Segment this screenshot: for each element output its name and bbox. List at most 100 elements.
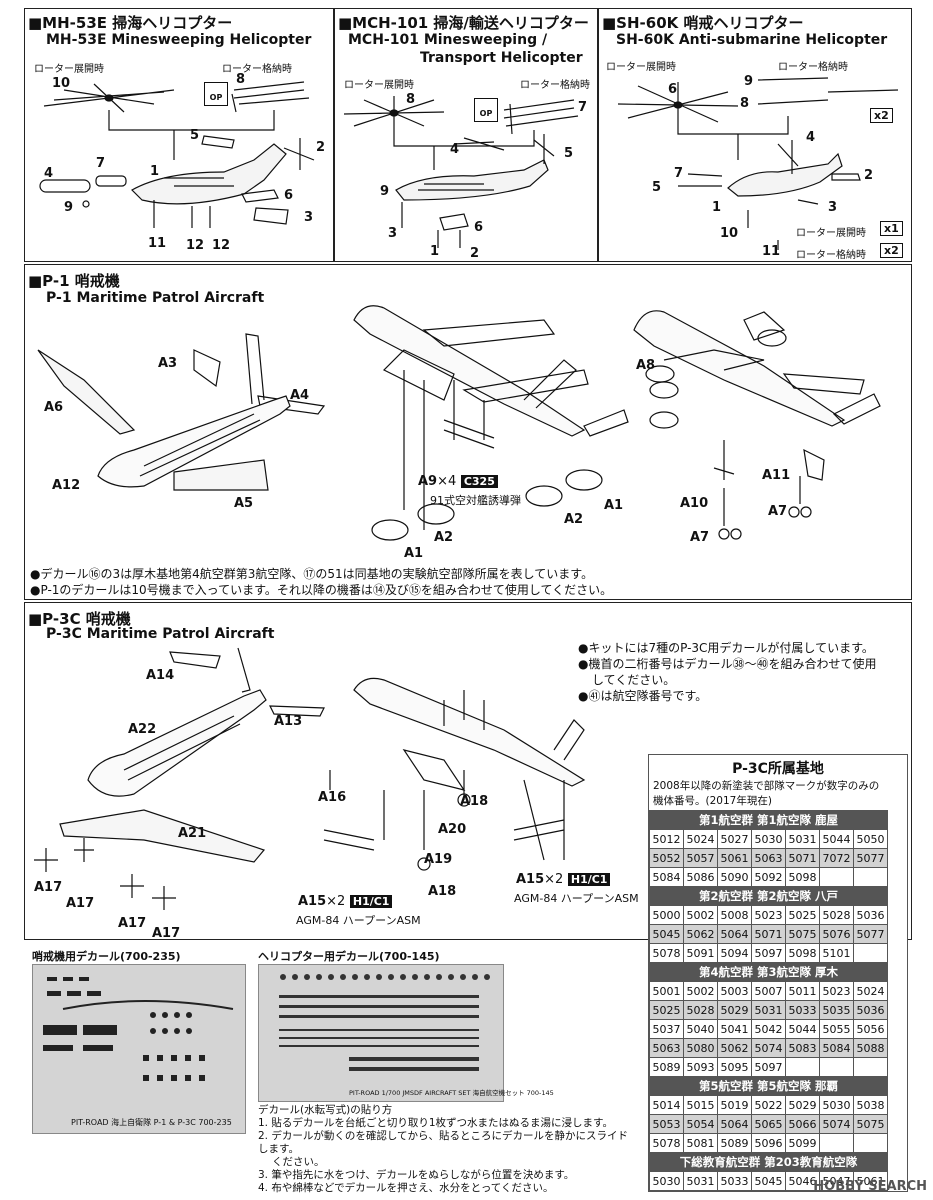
decal-instructions-step-3: 3. 筆や指先に水をつけ、デカールをぬらしながら位置を決めます。	[258, 1169, 575, 1181]
p1-part-a7-left: A7	[690, 530, 710, 545]
bases-cell: 5029	[785, 1095, 820, 1115]
p1-part-a4: A4	[290, 388, 310, 403]
bases-cell: 5003	[717, 981, 752, 1001]
bases-cell	[819, 867, 854, 887]
bases-cell: 5089	[717, 1133, 752, 1153]
mh53e-title-jp: ■MH-53E 掃海ヘリコプター	[28, 14, 233, 32]
bases-cell: 5057	[683, 848, 718, 868]
bases-cell: 5012	[649, 829, 684, 849]
bases-cell: 5000	[649, 905, 684, 925]
bases-cell: 5077	[853, 924, 888, 944]
p3c-part-a18-bottom: A18	[428, 884, 457, 899]
decal-instructions: デカール(水転写式)の貼り方 1. 貼るデカールを台紙ごと切り取り1枚ずつ水また…	[258, 1104, 638, 1195]
mh53e-part-2: 2	[316, 140, 326, 155]
p3c-asm-left: AGM-84 ハープーンASM	[296, 914, 421, 927]
bases-cell	[785, 1057, 820, 1077]
bases-cell: 5084	[819, 1038, 854, 1058]
bases-cell: 5086	[683, 867, 718, 887]
bases-cell: 5074	[751, 1038, 786, 1058]
p3c-note-3: ●㊶は航空隊番号です。	[578, 689, 708, 703]
bases-group-header: 下総教育航空群 第203教育航空隊	[649, 1152, 888, 1172]
mch101-rotor-deployed: ローター展開時	[344, 80, 414, 91]
p3c-part-a20: A20	[438, 822, 467, 837]
bases-cell: 5066	[785, 1114, 820, 1134]
bases-cell: 5099	[785, 1133, 820, 1153]
mh53e-part-8: 8	[236, 72, 246, 87]
bases-cell: 5062	[717, 1038, 752, 1058]
p3c-part-a19: A19	[424, 852, 453, 867]
bases-cell: 5097	[751, 1057, 786, 1077]
mh53e-op-icon: OP	[204, 82, 228, 106]
p1-part-a6: A6	[44, 400, 64, 415]
sh60k-part-9: 9	[744, 74, 754, 89]
sh60k-part-3: 3	[828, 200, 838, 215]
mch101-part-9: 9	[380, 184, 390, 199]
bases-cell: 5001	[649, 981, 684, 1001]
bases-subtitle-1: 2008年以降の新塗装で部隊マークが数字のみの	[653, 780, 880, 792]
p3c-note-2: ●機首の二桁番号はデカール㊳〜㊵を組み合わせて使用	[578, 657, 877, 671]
p1-part-a7-right: A7	[768, 504, 788, 519]
mch101-title-jp: ■MCH-101 掃海/輸送ヘリコプター	[338, 14, 589, 32]
p3c-panel	[24, 602, 912, 940]
bases-group-header: 第4航空群 第3航空隊 厚木	[649, 962, 888, 982]
patrol-decal-title: 哨戒機用デカール(700-235)	[32, 950, 181, 963]
p3c-part-a14: A14	[146, 668, 175, 683]
bases-cell: 5037	[649, 1019, 684, 1039]
p1-part-a12: A12	[52, 478, 81, 493]
mh53e-part-7: 7	[96, 156, 106, 171]
decal-instructions-title: デカール(水転写式)の貼り方	[258, 1104, 393, 1116]
mh53e-title-en: MH-53E Minesweeping Helicopter	[46, 32, 312, 48]
bases-cell: 5064	[717, 924, 752, 944]
bases-cell: 5040	[683, 1019, 718, 1039]
bases-cell: 5029	[717, 1000, 752, 1020]
sh60k-legend-2-count: x2	[880, 243, 903, 258]
p3c-note-1: ●キットには7種のP-3C用デカールが付属しています。	[578, 641, 874, 655]
bases-cell: 5065	[751, 1114, 786, 1134]
p1-note-2: ●P-1のデカールは10号機まで入っています。それ以降の機番は⑭及び⑮を組み合わ…	[30, 583, 613, 597]
bases-cell: 5035	[819, 1000, 854, 1020]
mch101-part-8: 8	[406, 92, 416, 107]
bases-cell: 5007	[751, 981, 786, 1001]
mch101-op-icon: OP	[474, 98, 498, 122]
bases-cell: 5101	[819, 943, 854, 963]
bases-cell: 5061	[717, 848, 752, 868]
bases-cell: 5038	[853, 1095, 888, 1115]
patrol-decal-caption: PIT-ROAD 海上自衛隊 P-1 & P-3C 700-235	[71, 1118, 232, 1127]
bases-cell: 5062	[683, 924, 718, 944]
p1-part-a2-right: A2	[564, 512, 584, 527]
p3c-part-a22: A22	[128, 722, 157, 737]
bases-cell: 5097	[751, 943, 786, 963]
heli-decal-sheet: PIT-ROAD 1/700 JMSDF AIRCRAFT SET 海自航空機セ…	[258, 964, 554, 1102]
mch101-part-7: 7	[578, 100, 588, 115]
bases-cell: 5023	[819, 981, 854, 1001]
bases-group-name: 第2航空群 第2航空隊 八戸	[649, 886, 888, 906]
mh53e-part-6: 6	[284, 188, 294, 203]
bases-cell: 5025	[649, 1000, 684, 1020]
bases-cell: 5033	[717, 1171, 752, 1191]
p3c-part-a21: A21	[178, 826, 207, 841]
p1-drawing	[37, 305, 881, 541]
p3c-part-a15-right: A15×2 H1/C1	[516, 872, 611, 887]
mh53e-panel	[24, 8, 334, 262]
mh53e-rotor-stowed: ローター格納時	[222, 64, 292, 75]
bases-group-header: 第1航空群 第1航空隊 鹿屋	[649, 810, 888, 830]
bases-cell	[853, 1133, 888, 1153]
bases-cell	[819, 1133, 854, 1153]
bases-cell: 5088	[853, 1038, 888, 1058]
p1-part-a10: A10	[680, 496, 709, 511]
sh60k-x2-tag: x2	[870, 108, 893, 123]
bases-cell: 5050	[853, 829, 888, 849]
p1-part-a9: A9×4 C325	[418, 474, 498, 489]
decal-instructions-step-1: 1. 貼るデカールを台紙ごと切り取り1枚ずつ水またはぬるま湯に浸します。	[258, 1117, 613, 1129]
p3c-part-a16: A16	[318, 790, 347, 805]
bases-cell: 5024	[853, 981, 888, 1001]
p3c-drawing	[34, 647, 586, 910]
sh60k-rotor-stowed: ローター格納時	[778, 62, 848, 73]
bases-group-name: 下総教育航空群 第203教育航空隊	[649, 1152, 888, 1172]
